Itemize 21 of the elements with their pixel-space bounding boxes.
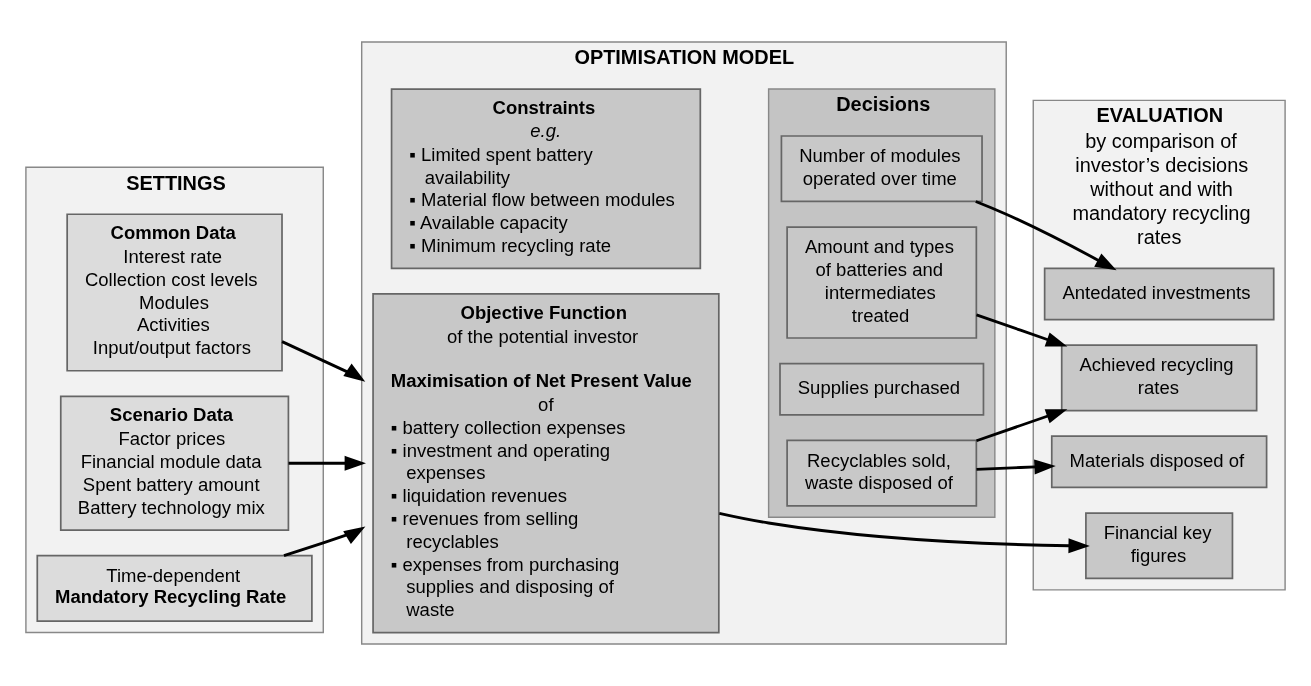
node-box: Time-dependent Mandatory Recycling Rate [36, 554, 313, 622]
node-box: Objective Function of the potential investor Maximisation of Net Present Value of ▪ battery collection expenses ▪ investment and operating expenses ▪ liquidation revenues ▪ revenues from selling recyclables ▪ expenses from purchasing supplies and disposing of waste [372, 293, 720, 634]
arrow [976, 409, 1068, 443]
node-box: Materials disposed of [1050, 435, 1268, 489]
arrow [283, 526, 366, 558]
node-box: Scenario Data Factor prices Financial module data Spent battery amount Battery technology mix [59, 395, 290, 531]
arrow [976, 313, 1068, 347]
arrow [281, 340, 366, 382]
node-box: Recyclables sold, waste disposed of [786, 439, 978, 507]
arrow [975, 200, 1117, 271]
node-box: Number of modules operated over time [780, 135, 983, 203]
node-box: Achieved recycling rates [1060, 344, 1258, 412]
node-box: Constraints e.g. ▪ Limited spent battery availability ▪ Material flow between modules ▪ Available capacity ▪ Minimum recycling rate [390, 88, 702, 270]
node-box: Financial key figures [1085, 512, 1234, 580]
node-box: Common Data Interest rate Collection cost levels Modules Activities Input/output factors [66, 213, 283, 372]
arrow [976, 459, 1056, 475]
arrow [288, 455, 366, 471]
node-box: Amount and types of batteries and intermediates treated [786, 226, 978, 339]
node-box: Supplies purchased [779, 362, 985, 416]
node-box: Antedated investments [1043, 267, 1275, 321]
arrow [719, 511, 1090, 554]
